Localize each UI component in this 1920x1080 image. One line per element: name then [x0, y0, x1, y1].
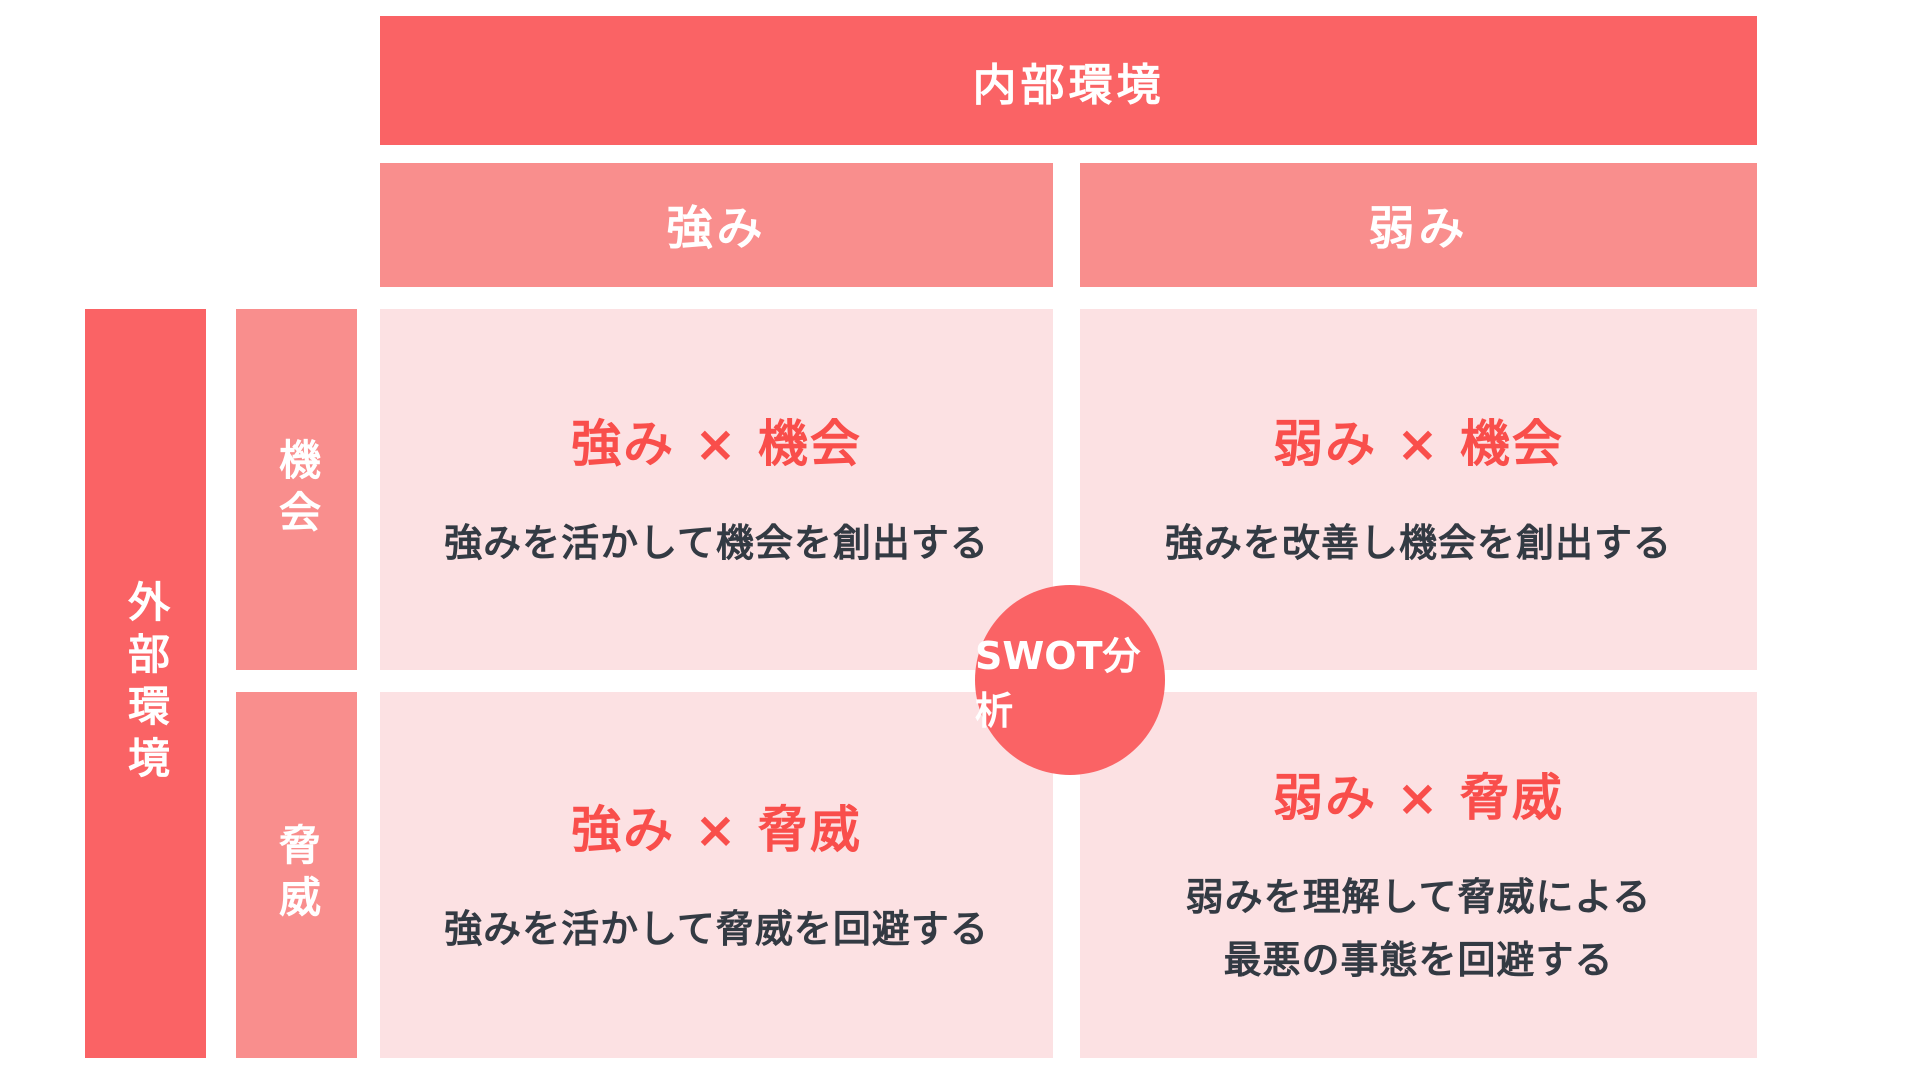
column-header-strengths: 強み	[380, 163, 1053, 287]
quadrant-title-weaknesses-opportunities: 弱み × 機会	[1273, 415, 1564, 474]
external-environment-header: 外部環境	[85, 309, 206, 1058]
row-header-threats-label: 脅威	[272, 823, 322, 927]
quadrant-title-strengths-opportunities: 強み × 機会	[571, 415, 862, 474]
quadrant-description-strengths-threats: 強みを活かして脅威を回避する	[444, 906, 989, 951]
external-environment-label: 外部環境	[121, 579, 171, 788]
swot-center-badge: SWOT分析	[975, 585, 1165, 775]
row-header-opportunities: 機会	[236, 309, 357, 670]
quadrant-description-weaknesses-opportunities: 強みを改善し機会を創出する	[1164, 521, 1672, 566]
row-header-threats: 脅威	[236, 692, 357, 1058]
row-header-opportunities-label: 機会	[272, 437, 322, 542]
column-header-weaknesses: 弱み	[1080, 163, 1757, 287]
quadrant-weaknesses-threats: 弱み × 脅威 弱みを理解して脅威による 最悪の事態を回避する	[1080, 692, 1757, 1058]
quadrant-weaknesses-opportunities: 弱み × 機会 強みを改善し機会を創出する	[1080, 309, 1757, 670]
quadrant-strengths-opportunities: 強み × 機会 強みを活かして機会を創出する	[380, 309, 1053, 670]
quadrant-title-weaknesses-threats: 弱み × 脅威	[1273, 769, 1564, 828]
quadrant-description-weaknesses-threats: 弱みを理解して脅威による 最悪の事態を回避する	[1185, 875, 1652, 982]
quadrant-title-strengths-threats: 強み × 脅威	[571, 800, 862, 859]
internal-environment-header: 内部環境	[380, 16, 1757, 145]
quadrant-description-strengths-opportunities: 強みを活かして機会を創出する	[444, 521, 989, 566]
quadrant-strengths-threats: 強み × 脅威 強みを活かして脅威を回避する	[380, 692, 1053, 1058]
